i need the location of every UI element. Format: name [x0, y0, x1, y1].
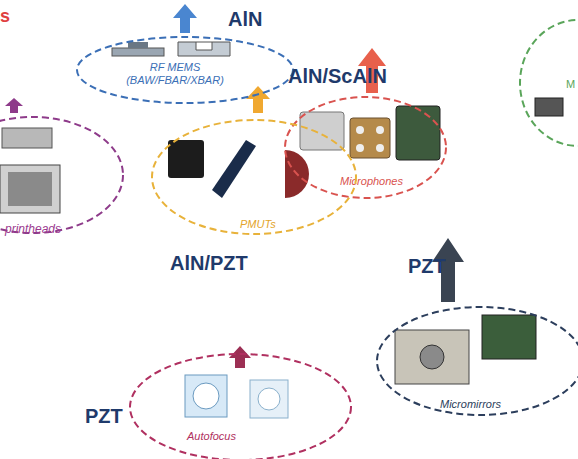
fbar-cross-section: [178, 42, 230, 56]
application-group: printheads: [0, 115, 125, 235]
printhead-image: [2, 128, 52, 148]
microphone-pad: [376, 144, 384, 152]
dashed-ellipse: [128, 352, 353, 459]
pmut-chip: [168, 140, 204, 178]
application-label: Autofocus: [187, 430, 267, 443]
micromirror-mirror: [420, 345, 444, 369]
application-group: PMUTsAlN/PZT: [150, 118, 358, 236]
dashed-ellipse: [520, 20, 578, 146]
dashed-ellipse: [152, 120, 356, 234]
dashed-ellipse: [0, 117, 123, 233]
microphone-package: [300, 112, 344, 150]
growth-arrow: [246, 86, 270, 113]
application-group: M: [518, 18, 578, 148]
dashed-ellipse: [77, 37, 293, 103]
microphone-pad: [376, 126, 384, 134]
autofocus-lens: [193, 383, 219, 409]
micromirror-board: [482, 315, 536, 359]
microphone-pad: [356, 126, 364, 134]
cropped-heading: s: [0, 6, 10, 27]
application-label: PMUTs: [240, 218, 300, 231]
microphone-package: [350, 118, 390, 158]
material-heading: PZT: [408, 255, 468, 278]
autofocus-lens: [258, 388, 280, 410]
micromirror-chip: [395, 330, 469, 384]
pmut-sensor: [212, 140, 256, 198]
application-label: printheads: [5, 223, 95, 237]
dashed-ellipse: [0, 115, 125, 235]
dashed-ellipse: [285, 97, 446, 198]
material-heading: AlN/ScAlN: [288, 65, 408, 88]
material-heading: AlN/PZT: [170, 252, 270, 275]
autofocus-lens: [250, 380, 288, 418]
application-label: Microphones: [340, 175, 430, 188]
printhead-image: [8, 172, 52, 206]
autofocus-lens: [185, 375, 227, 417]
application-group: AlN/ScAlNMicrophones: [283, 95, 448, 200]
application-group: PZTAutofocus: [128, 352, 353, 459]
dashed-ellipse: [130, 354, 351, 459]
material-heading: AlN: [228, 8, 288, 31]
baw-cross-section: [128, 42, 148, 48]
microphone-pad: [356, 144, 364, 152]
baw-cross-section: [112, 48, 164, 56]
growth-arrow: [5, 98, 23, 113]
material-heading: PZT: [85, 405, 145, 428]
dashed-ellipse: [377, 307, 578, 415]
application-label: Micromirrors: [440, 398, 530, 411]
application-label: M: [566, 78, 578, 91]
application-label: RF MEMS (BAW/FBAR/XBAR): [120, 61, 230, 86]
growth-arrow: [173, 4, 197, 33]
device-image: [535, 98, 563, 116]
application-group: PZTMicromirrors: [375, 305, 578, 417]
growth-arrow: [229, 346, 251, 368]
printhead-image: [0, 165, 60, 213]
microphone-board: [396, 106, 440, 160]
application-group: AlNRF MEMS (BAW/FBAR/XBAR): [75, 35, 295, 105]
